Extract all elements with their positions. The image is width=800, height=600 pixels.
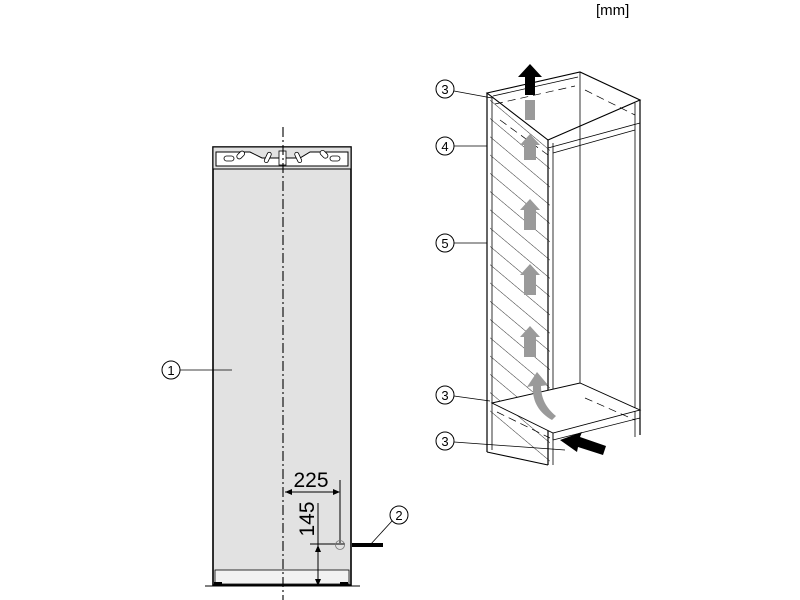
callout-circle (389, 505, 409, 525)
dimension-225: 225 (285, 469, 341, 543)
callout-circle (435, 385, 455, 405)
bracket-slot (236, 150, 246, 160)
callout-circle (435, 136, 455, 156)
arrow-up-icon (520, 326, 540, 357)
callout-circle (435, 431, 455, 451)
bracket-slot (263, 151, 272, 164)
bracket-slot (294, 151, 303, 164)
callout-number: 1 (167, 363, 174, 378)
leader-line (369, 520, 393, 546)
airflow-arrows (518, 64, 606, 455)
callout-3-plinth: 3 (435, 431, 566, 451)
callout-4: 4 (435, 136, 487, 156)
hidden-edge (584, 397, 636, 421)
arrow-up-icon (520, 264, 540, 295)
cabinet-edge (492, 76, 579, 97)
intake-arrow-icon (560, 432, 606, 455)
hidden-edge (584, 89, 636, 116)
callout-circle (435, 79, 455, 99)
callout-3-top: 3 (435, 79, 493, 99)
appliance-front-view (205, 127, 360, 600)
plinth (214, 569, 350, 585)
cabinet-niche (485, 71, 642, 466)
bracket-slot (319, 149, 329, 159)
dimension-145-label: 145 (296, 501, 319, 536)
hidden-edge (499, 119, 549, 156)
cabinet-edge (552, 417, 641, 441)
exhaust-arrow-icon (518, 64, 542, 95)
hatched-side-panel (490, 97, 550, 465)
dimension-145: 145 (296, 501, 383, 586)
callout-1: 1 (161, 360, 232, 380)
arrow-up-icon (520, 199, 540, 230)
bracket-slot (329, 155, 341, 162)
callout-circle (161, 360, 181, 380)
foot (214, 582, 222, 586)
cabinet-edge (547, 122, 641, 149)
callout-2: 2 (369, 505, 409, 546)
cabinet-edge (486, 451, 549, 466)
arrow-up-icon (520, 134, 540, 160)
appliance-body (212, 146, 352, 586)
cabinet-floor (490, 382, 642, 434)
callout-number: 3 (441, 434, 448, 449)
dimension-225-label: 225 (293, 469, 328, 492)
callout-5: 5 (435, 233, 487, 253)
foot (340, 582, 348, 586)
callout-circle (435, 233, 455, 253)
callout-number: 3 (441, 82, 448, 97)
callout-number: 4 (441, 139, 448, 154)
leader-line (453, 441, 566, 451)
bracket-slot (223, 155, 235, 162)
callout-number: 5 (441, 236, 448, 251)
bracket-bar (352, 543, 383, 547)
callout-3-bottom: 3 (435, 385, 491, 405)
anchor-point (335, 540, 345, 550)
hidden-edge (496, 411, 551, 439)
unit-label: [mm] (596, 2, 629, 19)
curved-arrow-icon (527, 372, 556, 420)
callout-number: 3 (441, 388, 448, 403)
leader-line (453, 90, 493, 99)
arrow-shaft (525, 100, 535, 120)
callout-number: 2 (395, 508, 402, 523)
leader-line (453, 395, 491, 402)
cabinet-edge (552, 129, 636, 154)
